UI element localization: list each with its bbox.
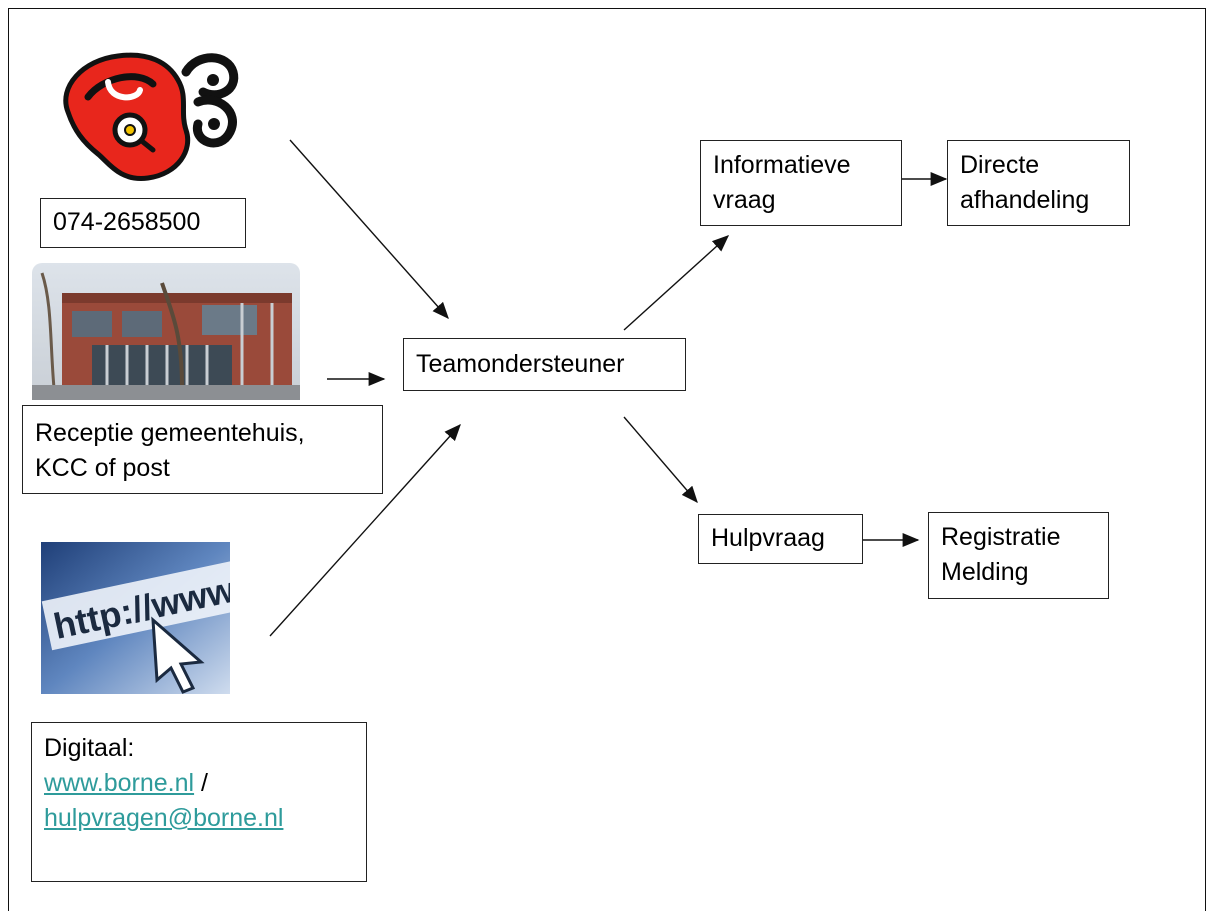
- reception-line1: Receptie gemeentehuis,: [35, 419, 305, 447]
- info-line1: Informatieve: [713, 151, 851, 179]
- hulpvraag-label: Hulpvraag: [711, 524, 825, 552]
- digital-label: Digitaal:: [44, 734, 135, 762]
- reception-box: Receptie gemeentehuis, KCC of post: [22, 405, 383, 494]
- phone-box: 074-2658500: [40, 198, 246, 248]
- digital-box: Digitaal: www.borne.nl / hulpvragen@born…: [31, 722, 367, 882]
- directe-afhandeling-box: Directe afhandeling: [947, 140, 1130, 226]
- gemeentehuis-photo: [32, 263, 300, 400]
- phone-number: 074-2658500: [53, 208, 201, 236]
- reception-line2: KCC of post: [35, 454, 170, 482]
- arrow-web-to-team: [269, 423, 461, 637]
- informatieve-vraag-box: Informatieve vraag: [700, 140, 902, 226]
- arrow-team-to-help: [623, 416, 698, 504]
- teamondersteuner-label: Teamondersteuner: [416, 350, 625, 378]
- direct-line1: Directe: [960, 151, 1040, 179]
- arrow-team-to-info: [623, 235, 730, 331]
- teamondersteuner-box: Teamondersteuner: [403, 338, 686, 391]
- reg-line2: Melding: [941, 558, 1029, 586]
- link-separator: /: [194, 769, 208, 797]
- kcc-logo: [63, 52, 239, 181]
- hulpvraag-box: Hulpvraag: [698, 514, 863, 564]
- arrow-phone-to-team: [289, 139, 449, 320]
- reg-line1: Registratie: [941, 523, 1061, 551]
- info-line2: vraag: [713, 186, 776, 214]
- email-link[interactable]: hulpvragen@borne.nl: [44, 804, 284, 832]
- registratie-melding-box: Registratie Melding: [928, 512, 1109, 599]
- website-link[interactable]: www.borne.nl: [44, 769, 195, 797]
- slide-frame: [8, 8, 1206, 911]
- direct-line2: afhandeling: [960, 186, 1090, 214]
- http-www-cursor-image: http://www: [41, 542, 230, 694]
